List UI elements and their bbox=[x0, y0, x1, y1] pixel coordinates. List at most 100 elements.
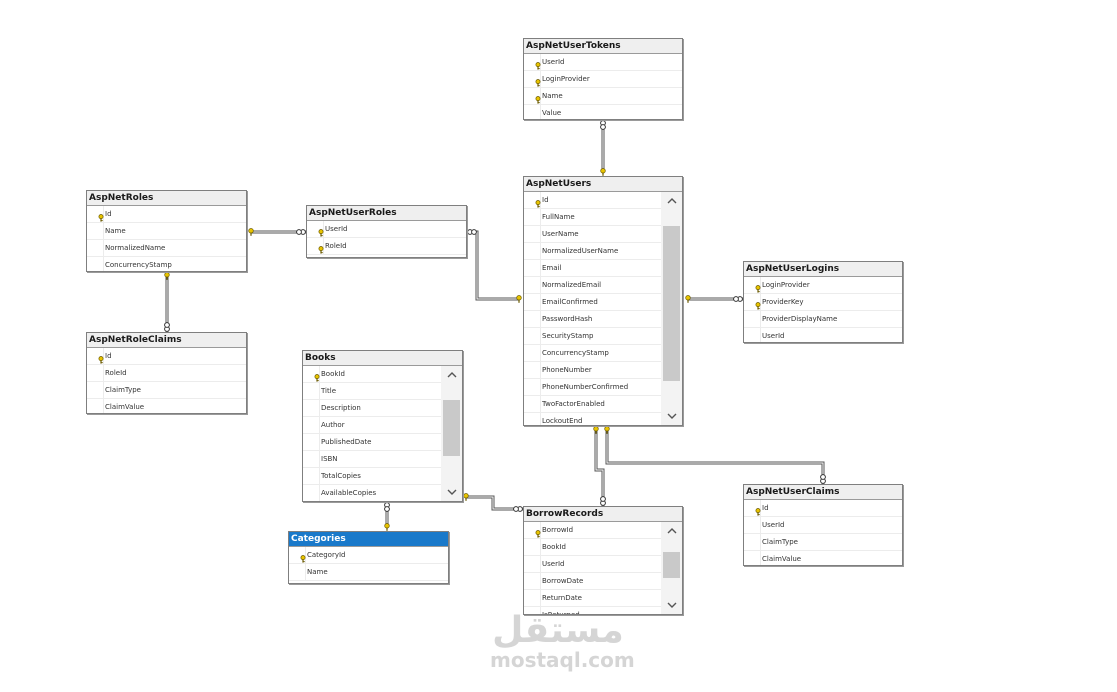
column-row[interactable]: Description bbox=[303, 400, 441, 417]
column-row[interactable]: LockoutEnd bbox=[524, 413, 661, 425]
scrollbar-thumb[interactable] bbox=[663, 551, 680, 578]
column-name: NormalizedName bbox=[105, 244, 166, 252]
chevron-up-icon[interactable] bbox=[661, 522, 682, 540]
column-row[interactable]: ISBN bbox=[303, 451, 441, 468]
column-row[interactable]: NormalizedUserName bbox=[524, 243, 661, 260]
column-row[interactable]: TotalCopies bbox=[303, 468, 441, 485]
column-row[interactable]: UserName bbox=[524, 226, 661, 243]
column-row[interactable]: RoleId bbox=[307, 238, 466, 255]
column-row[interactable]: Title bbox=[303, 383, 441, 400]
column-row[interactable]: Id bbox=[87, 206, 246, 223]
relationship-AspNetUserLogins-AspNetUsers[interactable] bbox=[685, 295, 743, 303]
column-row[interactable]: LoginProvider bbox=[744, 277, 902, 294]
column-row[interactable]: Author bbox=[303, 417, 441, 434]
column-row[interactable]: Id bbox=[524, 192, 661, 209]
column-row[interactable]: ProviderKey bbox=[744, 294, 902, 311]
column-row[interactable]: BookId bbox=[524, 539, 661, 556]
column-row[interactable]: ProviderDisplayName bbox=[744, 311, 902, 328]
column-row[interactable]: UserId bbox=[307, 221, 466, 238]
vertical-scrollbar[interactable] bbox=[661, 192, 682, 425]
relationship-BorrowRecords-Books[interactable] bbox=[463, 493, 523, 512]
chevron-down-icon[interactable] bbox=[441, 483, 462, 501]
table-title[interactable]: BorrowRecords bbox=[524, 507, 682, 522]
relationship-AspNetUserClaims-AspNetUsers[interactable] bbox=[604, 426, 826, 485]
column-name: ClaimValue bbox=[762, 555, 802, 563]
table-title[interactable]: AspNetUsers bbox=[524, 177, 682, 192]
column-row[interactable]: IsReturned bbox=[524, 607, 661, 614]
column-row[interactable]: LoginProvider bbox=[524, 71, 682, 88]
column-row[interactable]: Name bbox=[524, 88, 682, 105]
vertical-scrollbar[interactable] bbox=[661, 522, 682, 614]
column-row[interactable]: EmailConfirmed bbox=[524, 294, 661, 311]
relationship-AspNetUserRoles-AspNetUsers[interactable] bbox=[467, 229, 522, 303]
column-row[interactable]: ClaimType bbox=[744, 534, 902, 551]
column-row[interactable]: Name bbox=[87, 223, 246, 240]
column-name: PasswordHash bbox=[542, 315, 593, 323]
table-title[interactable]: AspNetUserTokens bbox=[524, 39, 682, 54]
column-row[interactable]: RoleId bbox=[87, 365, 246, 382]
table-title[interactable]: AspNetUserRoles bbox=[307, 206, 466, 221]
relationship-AspNetUserTokens-AspNetUsers[interactable] bbox=[600, 120, 606, 176]
column-row[interactable]: Id bbox=[744, 500, 902, 517]
column-row[interactable]: Email bbox=[524, 260, 661, 277]
column-row[interactable]: AvailableCopies bbox=[303, 485, 441, 501]
column-row[interactable]: UserId bbox=[744, 328, 902, 342]
column-row[interactable]: ReturnDate bbox=[524, 590, 661, 607]
row-gutter bbox=[289, 547, 306, 563]
scrollbar-thumb[interactable] bbox=[663, 225, 680, 382]
relationship-BorrowRecords-AspNetUsers[interactable] bbox=[593, 426, 606, 507]
column-row[interactable]: NormalizedName bbox=[87, 240, 246, 257]
chevron-up-icon[interactable] bbox=[661, 192, 682, 210]
column-row[interactable]: TwoFactorEnabled bbox=[524, 396, 661, 413]
scrollbar-thumb[interactable] bbox=[443, 400, 460, 456]
table-title[interactable]: AspNetRoles bbox=[87, 191, 246, 206]
column-row[interactable]: FullName bbox=[524, 209, 661, 226]
column-name: Author bbox=[321, 421, 345, 429]
vertical-scrollbar[interactable] bbox=[441, 366, 462, 501]
column-row[interactable]: NormalizedEmail bbox=[524, 277, 661, 294]
relationship-AspNetUserRoles-AspNetRoles[interactable] bbox=[248, 228, 306, 236]
column-row[interactable]: BookId bbox=[303, 366, 441, 383]
column-row[interactable]: UserId bbox=[524, 54, 682, 71]
table-title[interactable]: Books bbox=[303, 351, 462, 366]
chevron-up-icon[interactable] bbox=[441, 366, 462, 384]
column-row[interactable]: ClaimValue bbox=[87, 399, 246, 413]
relationship-Books-Categories[interactable] bbox=[384, 502, 390, 531]
column-row[interactable]: ConcurrencyStamp bbox=[524, 345, 661, 362]
column-row[interactable]: ConcurrencyStamp bbox=[87, 257, 246, 271]
column-row[interactable]: PhoneNumberConfirmed bbox=[524, 379, 661, 396]
column-row[interactable]: Value bbox=[524, 105, 682, 119]
column-row[interactable]: BorrowId bbox=[524, 522, 661, 539]
table-title[interactable]: AspNetUserClaims bbox=[744, 485, 902, 500]
column-row[interactable]: Id bbox=[87, 348, 246, 365]
column-row[interactable]: ClaimType bbox=[87, 382, 246, 399]
row-gutter bbox=[524, 311, 541, 327]
column-row[interactable]: ClaimValue bbox=[744, 551, 902, 565]
column-row[interactable]: PasswordHash bbox=[524, 311, 661, 328]
row-gutter bbox=[307, 221, 324, 237]
chevron-down-icon[interactable] bbox=[661, 407, 682, 425]
table-title[interactable]: AspNetRoleClaims bbox=[87, 333, 246, 348]
table-title[interactable]: AspNetUserLogins bbox=[744, 262, 902, 277]
column-row[interactable]: CategoryId bbox=[289, 547, 448, 564]
chevron-down-icon[interactable] bbox=[661, 596, 682, 614]
relationship-AspNetRoleClaims-AspNetRoles[interactable] bbox=[164, 272, 170, 333]
column-row[interactable]: SecurityStamp bbox=[524, 328, 661, 345]
table-title[interactable]: Categories bbox=[289, 532, 448, 547]
column-row[interactable]: Name bbox=[289, 564, 448, 581]
column-row[interactable]: BorrowDate bbox=[524, 573, 661, 590]
column-row[interactable]: PublishedDate bbox=[303, 434, 441, 451]
column-row[interactable]: UserId bbox=[744, 517, 902, 534]
column-row[interactable]: PhoneNumber bbox=[524, 362, 661, 379]
column-row[interactable]: UserId bbox=[524, 556, 661, 573]
